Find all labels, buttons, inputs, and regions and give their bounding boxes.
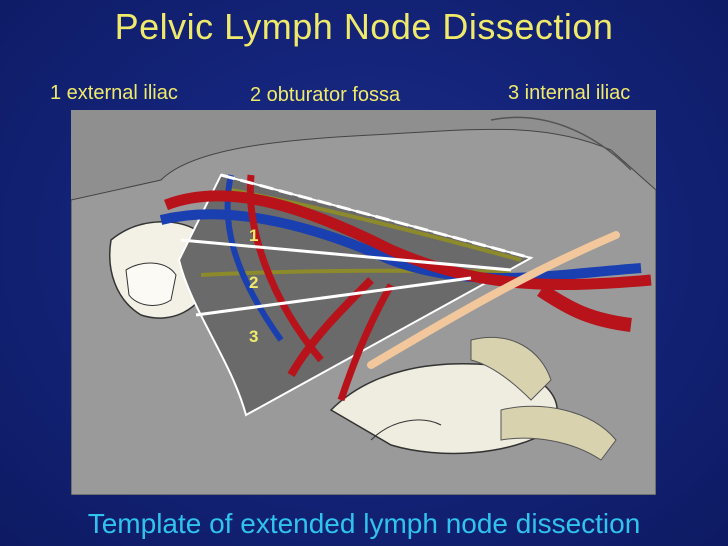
- pelvic-anatomy-illustration: 1 2 3: [70, 110, 657, 496]
- template-line-1: [220, 173, 532, 260]
- iliac-artery: [164, 190, 652, 291]
- ureter: [367, 231, 620, 369]
- template-line-3: [195, 276, 472, 317]
- slide-caption: Template of extended lymph node dissecti…: [87, 508, 641, 539]
- region-marker-1: 1: [249, 226, 258, 245]
- label-obturator-fossa: 2 obturator fossa: [250, 84, 401, 106]
- label-internal-iliac: 3 internal iliac: [508, 82, 631, 104]
- slide-title: Pelvic Lymph Node Dissection: [114, 6, 614, 47]
- template-line-2: [180, 238, 512, 272]
- label-external-iliac: 1 external iliac: [50, 82, 178, 104]
- region-marker-3: 3: [249, 327, 258, 346]
- region-marker-2: 2: [249, 273, 258, 292]
